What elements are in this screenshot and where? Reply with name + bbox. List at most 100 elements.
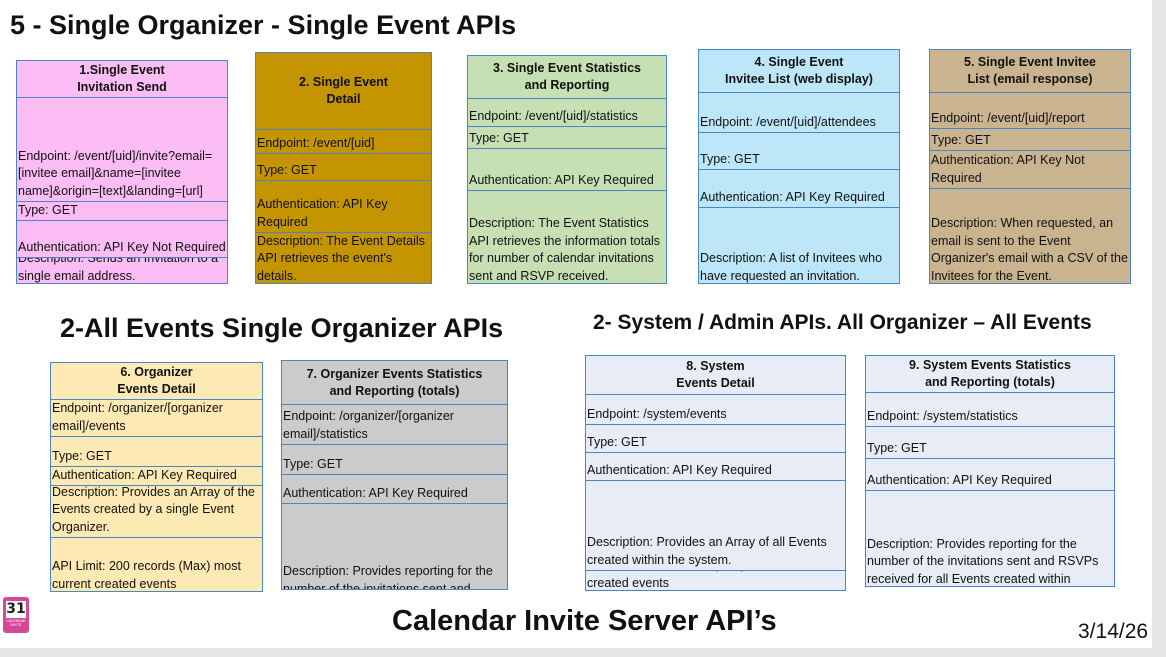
logo-number: 31 xyxy=(6,601,26,618)
card-description: Description: When requested, an email is… xyxy=(930,189,1130,283)
card-endpoint: Endpoint: /event/[uid]/attendees xyxy=(699,93,899,133)
card-description-text: Description: The Event Details API retri… xyxy=(257,233,425,283)
card-authentication: Authentication: API Key Required xyxy=(586,453,845,481)
card-endpoint-text: Endpoint: /organizer/[organizer email]/s… xyxy=(283,409,454,441)
card-endpoint-text: Endpoint: /system/statistics xyxy=(867,408,1018,423)
slide-frame-bottom xyxy=(0,648,1166,657)
card-description-text: Description: Provides an Array of all Ev… xyxy=(587,535,827,567)
card-description: Description: Provides an Array of all Ev… xyxy=(586,481,845,571)
section-title-system-admin: 2- System / Admin APIs. All Organizer – … xyxy=(593,311,1092,334)
card-endpoint-text: Endpoint: /organizer/[organizer email]/e… xyxy=(52,401,223,433)
card-type-text: Type: GET xyxy=(257,162,317,177)
card-type: Type: GET xyxy=(282,445,507,475)
calendar-logo-icon: 31 CALENDAR INVITE xyxy=(3,597,29,633)
card-authentication: Authentication: API Key Required xyxy=(866,459,1114,491)
card-description: Description: Provides an Array of the Ev… xyxy=(51,486,262,538)
card-description-text: Description: A list of Invitees who have… xyxy=(700,251,883,283)
card-authentication-text: Authentication: API Key Required xyxy=(700,189,885,204)
card-type-text: Type: GET xyxy=(700,151,760,166)
card-authentication: Authentication: API Key Required xyxy=(256,181,431,233)
slide-date: 3/14/26 xyxy=(1078,620,1149,643)
card-description-text: Description: The Event Statistics API re… xyxy=(469,216,661,283)
card-type: Type: GET xyxy=(866,427,1114,459)
card-authentication: Authentication: API Key Not Required xyxy=(930,151,1130,189)
card-endpoint-text: Endpoint: /event/[uid]/report xyxy=(931,110,1085,125)
section-title-all-events-single-organizer: 2-All Events Single Organizer APIs xyxy=(60,313,504,343)
card-description-text: Description: Provides reporting for the … xyxy=(283,564,493,590)
card-api-limit-text: API Limit: 100 records (Max) most curren… xyxy=(587,571,818,590)
card-title: 6. Organizer Events Detail xyxy=(51,363,262,400)
footer-title: Calendar Invite Server API’s xyxy=(392,605,777,637)
card-invitee-list-web: 4. Single Event Invitee List (web displa… xyxy=(698,49,900,284)
card-type: Type: GET xyxy=(468,127,666,149)
card-api-limit: API Limit: 100 records (Max) most curren… xyxy=(586,571,845,590)
card-type: Type: GET xyxy=(699,133,899,170)
card-description: Description: Provides reporting for the … xyxy=(282,504,507,590)
card-title: 4. Single Event Invitee List (web displa… xyxy=(699,50,899,93)
card-description-text: Description: Provides reporting for the … xyxy=(867,536,1099,586)
card-endpoint-text: Endpoint: /event/[uid]/attendees xyxy=(700,114,876,129)
card-type: Type: GET xyxy=(51,437,262,467)
card-title: 7. Organizer Events Statistics and Repor… xyxy=(282,361,507,405)
card-type: Type: GET xyxy=(17,202,227,221)
card-title: 5. Single Event Invitee List (email resp… xyxy=(930,50,1130,93)
card-api-limit: API Limit: 200 records (Max) most curren… xyxy=(51,538,262,591)
card-title: 9. System Events Statistics and Reportin… xyxy=(866,356,1114,393)
card-type-text: Type: GET xyxy=(52,448,112,463)
card-description: Description: Sends an Invitation to a si… xyxy=(17,258,227,283)
card-endpoint: Endpoint: /event/[uid]/invite?email=[inv… xyxy=(17,98,227,202)
card-endpoint-text: Endpoint: /event/[uid]/statistics xyxy=(469,108,638,123)
card-type-text: Type: GET xyxy=(469,130,529,145)
card-authentication-text: Authentication: API Key Required xyxy=(257,197,388,229)
card-type-text: Type: GET xyxy=(931,132,991,147)
card-api-limit-text: API Limit: 200 records (Max) most curren… xyxy=(52,559,241,591)
card-type: Type: GET xyxy=(256,154,431,181)
card-authentication: Authentication: API Key Required xyxy=(282,475,507,504)
card-authentication-text: Authentication: API Key Required xyxy=(283,485,468,500)
card-organizer-events-statistics: 7. Organizer Events Statistics and Repor… xyxy=(281,360,508,590)
card-title: 8. System Events Detail xyxy=(586,356,845,395)
card-type: Type: GET xyxy=(930,129,1130,151)
card-endpoint: Endpoint: /system/statistics xyxy=(866,393,1114,427)
card-endpoint: Endpoint: /organizer/[organizer email]/e… xyxy=(51,400,262,437)
card-authentication-text: Authentication: API Key Required xyxy=(867,472,1052,487)
card-description-text: Description: Provides an Array of the Ev… xyxy=(52,486,255,534)
card-endpoint-text: Endpoint: /event/[uid]/invite?email=[inv… xyxy=(18,148,213,198)
card-authentication-text: Authentication: API Key Required xyxy=(469,172,654,187)
card-authentication-text: Authentication: API Key Required xyxy=(52,467,237,482)
card-endpoint: Endpoint: /event/[uid]/report xyxy=(930,93,1130,129)
card-endpoint-text: Endpoint: /event/[uid] xyxy=(257,135,375,150)
card-type-text: Type: GET xyxy=(18,202,78,217)
card-system-events-statistics: 9. System Events Statistics and Reportin… xyxy=(865,355,1115,587)
card-authentication: Authentication: API Key Required xyxy=(699,170,899,208)
card-type-text: Type: GET xyxy=(587,434,647,449)
card-invitee-list-email: 5. Single Event Invitee List (email resp… xyxy=(929,49,1131,284)
card-description: Description: A list of Invitees who have… xyxy=(699,208,899,283)
card-authentication-text: Authentication: API Key Not Required xyxy=(931,153,1085,185)
card-authentication: Authentication: API Key Required xyxy=(468,149,666,191)
logo-caption: CALENDAR INVITE xyxy=(6,619,26,627)
card-title: 3. Single Event Statistics and Reporting xyxy=(468,56,666,99)
card-type: Type: GET xyxy=(586,425,845,453)
card-description: Description: The Event Statistics API re… xyxy=(468,191,666,283)
card-endpoint: Endpoint: /event/[uid]/statistics xyxy=(468,99,666,127)
card-authentication-text: Authentication: API Key Not Required xyxy=(18,239,226,254)
card-authentication: Authentication: API Key Not Required xyxy=(17,221,227,258)
card-description-text: Description: When requested, an email is… xyxy=(931,216,1128,283)
card-title: 1.Single Event Invitation Send xyxy=(17,61,227,98)
card-event-statistics: 3. Single Event Statistics and Reporting… xyxy=(467,55,667,284)
card-description-text: Description: Sends an Invitation to a si… xyxy=(18,258,219,283)
card-endpoint: Endpoint: /organizer/[organizer email]/s… xyxy=(282,405,507,445)
card-description: Description: Provides reporting for the … xyxy=(866,491,1114,586)
card-description: Description: The Event Details API retri… xyxy=(256,233,431,283)
card-endpoint: Endpoint: /event/[uid] xyxy=(256,130,431,154)
card-type-text: Type: GET xyxy=(283,456,343,471)
card-type-text: Type: GET xyxy=(867,440,927,455)
slide-title: 5 - Single Organizer - Single Event APIs xyxy=(10,10,517,40)
card-endpoint-text: Endpoint: /system/events xyxy=(587,406,727,421)
card-authentication-text: Authentication: API Key Required xyxy=(587,462,772,477)
